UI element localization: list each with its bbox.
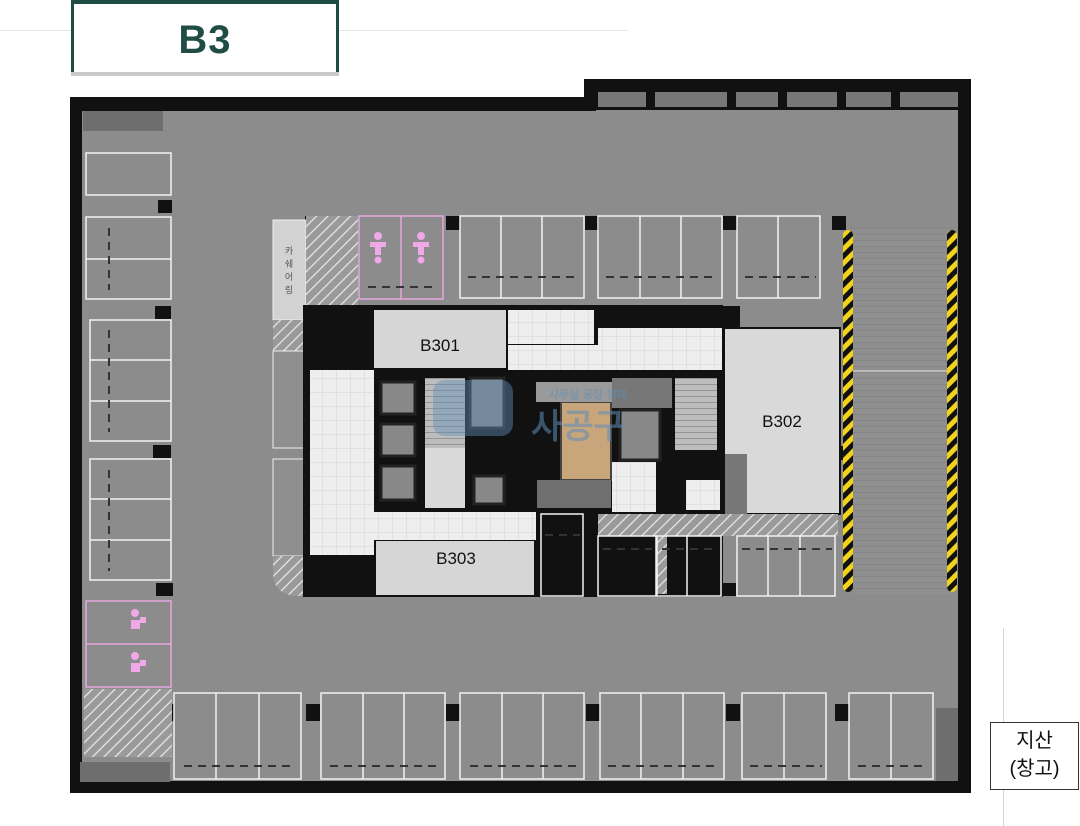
legend-line1: 지산 — [1016, 730, 1053, 752]
svg-text:어: 어 — [285, 272, 293, 283]
svg-text:사공구: 사공구 — [531, 407, 625, 447]
sw-hatch — [84, 689, 172, 757]
island-top-parking — [459, 215, 821, 299]
ramp-upper — [850, 228, 955, 370]
stairs-east — [675, 378, 717, 450]
floor-label: B3 — [178, 18, 232, 62]
svg-text:링: 링 — [285, 284, 293, 296]
carsharing-label: 카 쉐 어 링 — [285, 246, 293, 296]
watermark: 사무실 공장 임대 사공구 — [433, 380, 627, 447]
accessible-parking-top — [358, 215, 444, 300]
core-tiles — [310, 370, 374, 555]
island-bottom-parking — [540, 513, 836, 597]
legend-line2: (창고) — [1009, 758, 1060, 780]
svg-text:카: 카 — [285, 246, 293, 257]
nw-block — [83, 111, 163, 131]
top-wall-slots — [598, 92, 958, 107]
room-b302-label: B302 — [762, 412, 802, 431]
svg-text:쉐: 쉐 — [285, 259, 293, 270]
accessible-parking-left — [85, 600, 172, 688]
left-parking — [85, 152, 172, 581]
stairs-west — [425, 378, 465, 448]
hazard-right — [947, 230, 957, 592]
room-b303-label: B303 — [436, 549, 476, 568]
floor-tab[interactable]: B3 — [71, 0, 339, 76]
room-b301 — [374, 310, 506, 368]
room-b303 — [376, 541, 534, 595]
hatch-nw-core — [306, 216, 358, 306]
sw-block — [80, 762, 170, 782]
wood-room — [560, 401, 612, 481]
se-block — [936, 708, 958, 781]
elevators — [379, 376, 662, 506]
hatch-se-core — [598, 514, 838, 536]
carsharing-box — [272, 219, 307, 321]
left-cells — [272, 350, 307, 449]
bottom-parking — [173, 692, 934, 780]
ramp-lower — [850, 372, 955, 594]
room-b301-label: B301 — [420, 336, 460, 355]
legend-box: 지산 (창고) — [990, 722, 1079, 790]
hazard-left — [843, 230, 853, 592]
svg-text:사무실 공장 임대: 사무실 공장 임대 — [549, 387, 628, 401]
